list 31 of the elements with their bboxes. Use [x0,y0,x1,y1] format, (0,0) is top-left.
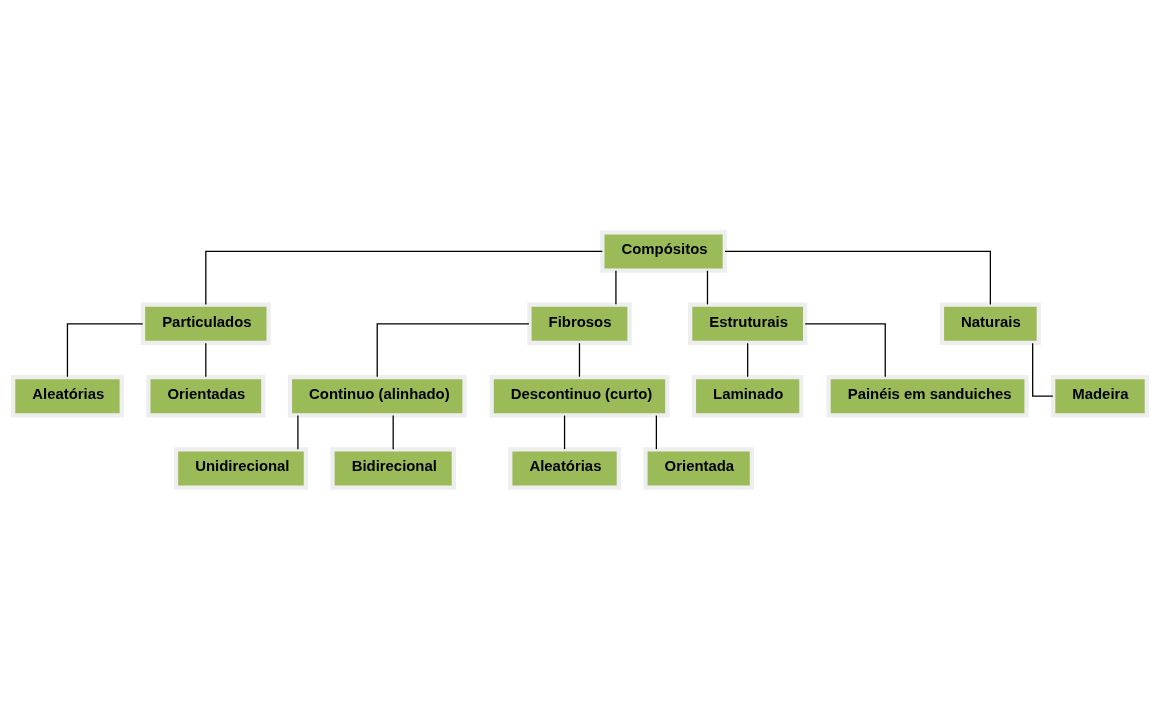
node-box: Descontinuo (curto) [489,374,670,418]
node-box: Bidirecional [330,447,456,490]
connector [615,270,617,305]
node-box: Aleatórias [11,374,124,418]
connector [563,414,566,450]
connector [804,323,886,378]
node-box: Particulados [140,302,271,346]
node-box: Aleatórias [508,447,621,490]
connector [205,342,207,378]
node-box: Madeira [1051,374,1149,418]
connector [66,323,144,378]
node-box: Compósitos [600,230,727,273]
connector [392,414,394,450]
node-box: Fibrosos [527,302,632,346]
node-box: Orientada [643,447,755,490]
connector [655,414,657,450]
connector [706,270,709,305]
node-box: Painéis em sanduiches [826,374,1029,418]
node-box: Orientadas [146,374,266,418]
node-box: Continuo (alinhado) [287,374,467,418]
connector [724,250,991,306]
node-box: Laminado [691,374,804,418]
connector [1032,342,1054,397]
connector [376,323,530,378]
node-box: Naturais [939,302,1041,346]
connector [205,250,603,306]
node-box: Unidirecional [173,447,308,490]
connector [297,414,299,450]
connector [747,342,749,378]
node-box: Estruturais [688,302,808,346]
connector [578,342,581,378]
